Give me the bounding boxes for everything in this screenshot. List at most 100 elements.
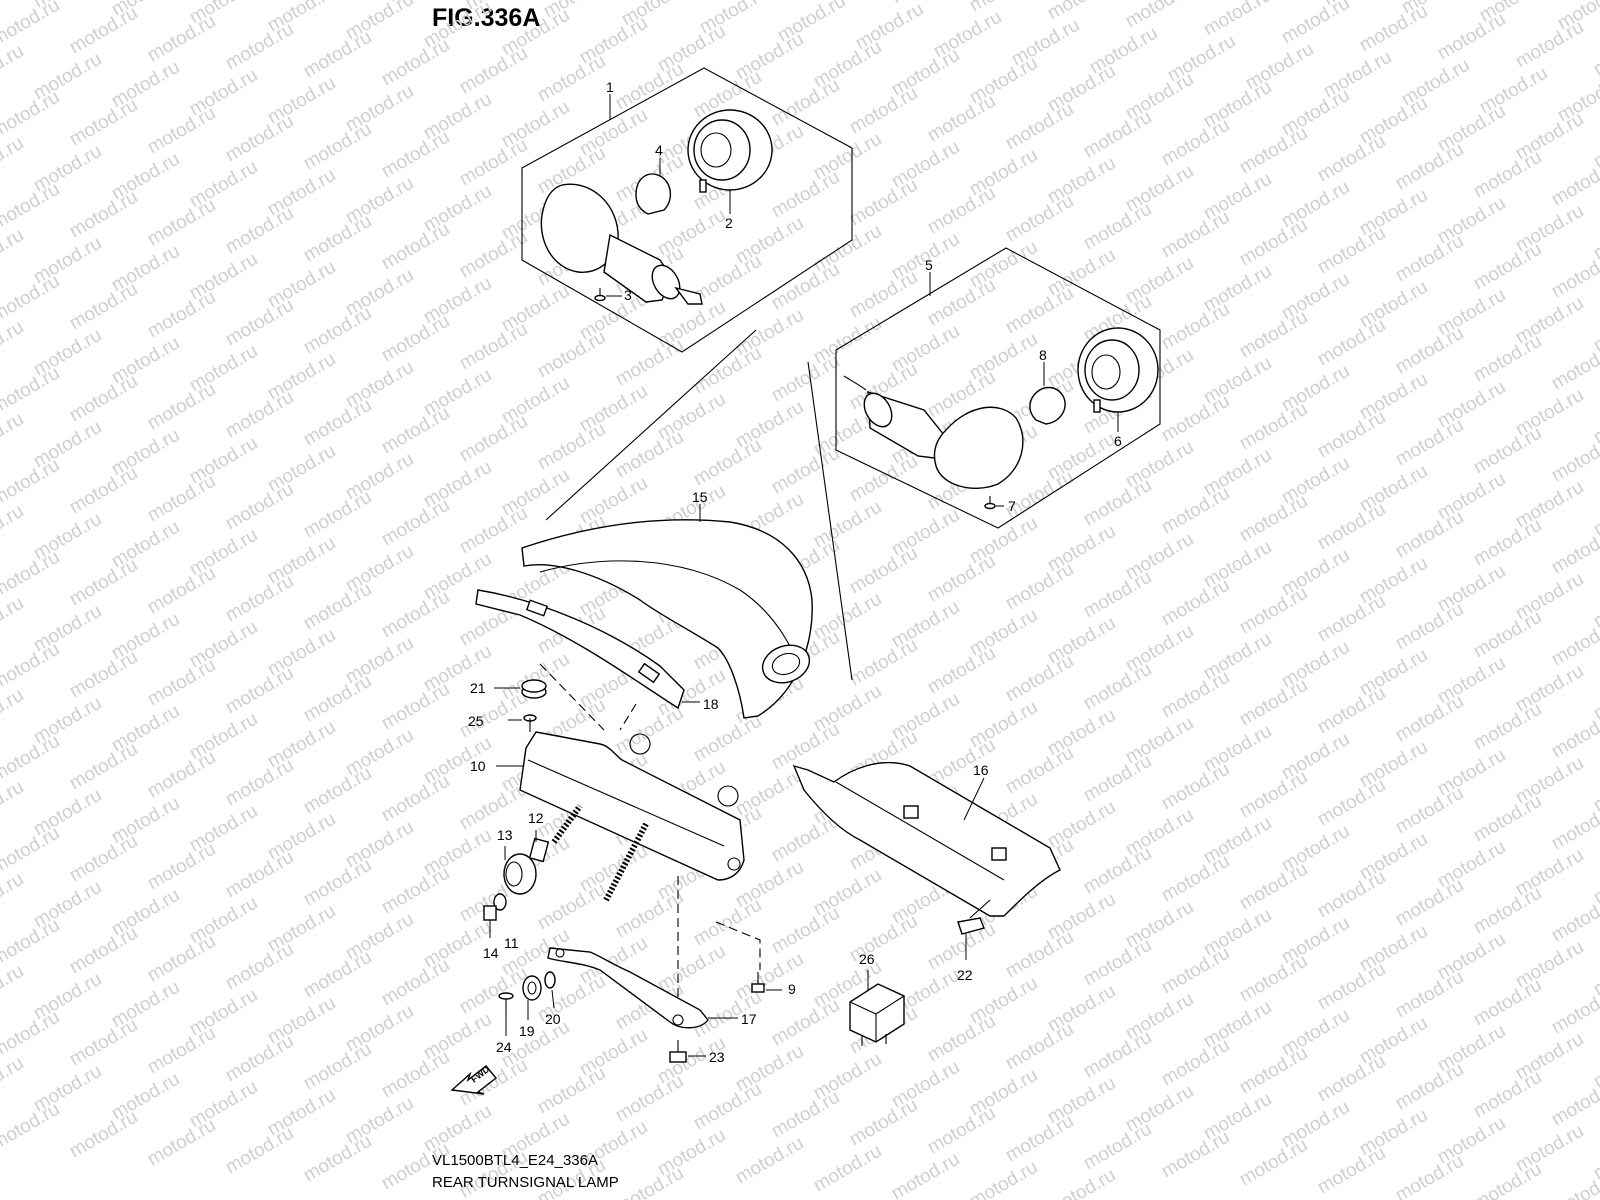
watermark-text: motod.ru bbox=[222, 1123, 297, 1179]
figure-code: VL1500BTL4_E24_336A bbox=[432, 1152, 598, 1169]
left-stem-ring bbox=[651, 264, 681, 300]
watermark-text: motod.ru bbox=[456, 503, 531, 559]
watermark-text: motod.ru bbox=[846, 1095, 921, 1151]
left-lens-screw bbox=[594, 288, 622, 302]
watermark-text: motod.ru bbox=[144, 1115, 219, 1171]
watermark-text: motod.ru bbox=[1470, 607, 1545, 663]
watermark-text: motod.ru bbox=[534, 51, 609, 107]
watermark-text: motod.ru bbox=[1158, 299, 1233, 355]
watermark-text: motod.ru bbox=[66, 187, 141, 243]
left-wire-end bbox=[674, 286, 703, 305]
callout-6: 6 bbox=[1114, 433, 1122, 449]
watermark-text: motod.ru bbox=[0, 0, 63, 50]
watermark-text: motod.ru bbox=[456, 227, 531, 283]
watermark-text: motod.ru bbox=[1002, 283, 1077, 339]
watermark-text: motod.ru bbox=[66, 831, 141, 887]
watermark-text: motod.ru bbox=[378, 587, 453, 643]
callout-2: 2 bbox=[725, 215, 733, 231]
watermark-text: motod.ru bbox=[0, 1099, 63, 1155]
watermark-text: motod.ru bbox=[1392, 1059, 1467, 1115]
watermark-text: motod.ru bbox=[0, 317, 27, 373]
watermark-text: motod.ru bbox=[1314, 775, 1389, 831]
watermark-text: motod.ru bbox=[612, 335, 687, 391]
watermark-text: motod.ru bbox=[0, 731, 63, 787]
washer-20 bbox=[544, 971, 556, 1009]
watermark-text: motod.ru bbox=[612, 1163, 687, 1200]
watermark-text: motod.ru bbox=[0, 455, 63, 511]
watermark-text: motod.ru bbox=[378, 35, 453, 91]
watermark-text: motod.ru bbox=[300, 27, 375, 83]
bracket-hole bbox=[727, 857, 741, 871]
watermark-text: motod.ru bbox=[0, 87, 63, 143]
watermark-text: motod.ru bbox=[1392, 507, 1467, 563]
bracket-17 bbox=[547, 947, 738, 1029]
watermark-text: motod.ru bbox=[300, 671, 375, 727]
watermark-text: motod.ru bbox=[0, 271, 63, 327]
watermark-text: motod.ru bbox=[534, 327, 609, 383]
watermark-text: motod.ru bbox=[768, 75, 843, 131]
watermark-text: motod.ru bbox=[1158, 851, 1233, 907]
watermark-text: motod.ru bbox=[1236, 307, 1311, 363]
watermark-text: motod.ru bbox=[1470, 515, 1545, 571]
watermark-text: motod.ru bbox=[378, 679, 453, 735]
callout-26: 26 bbox=[859, 951, 875, 967]
right-lens-screw bbox=[984, 496, 1004, 510]
callout-7: 7 bbox=[1008, 498, 1016, 514]
callout-3: 3 bbox=[624, 287, 632, 303]
cushion-13 bbox=[503, 846, 537, 895]
watermark-text: motod.ru bbox=[612, 887, 687, 943]
watermark-text: motod.ru bbox=[924, 91, 999, 147]
watermark-text: motod.ru bbox=[144, 471, 219, 527]
watermark-text: motod.ru bbox=[300, 763, 375, 819]
watermark-text: motod.ru bbox=[690, 711, 765, 767]
bolt-24 bbox=[498, 992, 514, 1036]
left-bulb bbox=[635, 173, 671, 215]
rear-fender-cover bbox=[521, 519, 813, 719]
bolt-23 bbox=[669, 1040, 706, 1063]
watermark-text: motod.ru bbox=[1236, 1135, 1311, 1191]
right-lens-dome bbox=[933, 406, 1024, 489]
watermark-text: motod.ru bbox=[690, 1079, 765, 1135]
watermark-text: motod.ru bbox=[1278, 0, 1353, 48]
watermark-text: motod.ru bbox=[1158, 1127, 1233, 1183]
watermark-text: motod.ru bbox=[1512, 17, 1587, 73]
watermark-text: motod.ru bbox=[1002, 559, 1077, 615]
watermark-text: motod.ru bbox=[732, 1133, 807, 1189]
bracket-16-clip bbox=[903, 805, 919, 819]
watermark-text: motod.ru bbox=[1200, 0, 1275, 40]
callout-20: 20 bbox=[545, 1011, 561, 1027]
watermark-text: motod.ru bbox=[456, 43, 531, 99]
watermark-text: motod.ru bbox=[1392, 139, 1467, 195]
watermark-text: motod.ru bbox=[222, 387, 297, 443]
watermark-text: motod.ru bbox=[66, 555, 141, 611]
watermark-text: motod.ru bbox=[222, 755, 297, 811]
watermark-text: motod.ru bbox=[1470, 1067, 1545, 1123]
watermark-text: motod.ru bbox=[1122, 0, 1197, 32]
watermark-text: motod.ru bbox=[144, 103, 219, 159]
leader-16 bbox=[963, 777, 985, 821]
watermark-text: motod.ru bbox=[1080, 659, 1155, 715]
right-bulb bbox=[1029, 386, 1066, 425]
watermark-text: motod.ru bbox=[1002, 927, 1077, 983]
watermark-text: motod.ru bbox=[966, 1157, 1041, 1200]
watermark-text: motod.ru bbox=[846, 635, 921, 691]
callout-16: 16 bbox=[973, 762, 989, 778]
callout-15: 15 bbox=[692, 489, 708, 505]
watermark-text: motod.ru bbox=[1080, 843, 1155, 899]
watermark-text: motod.ru bbox=[1080, 1027, 1155, 1083]
watermark-text: motod.ru bbox=[1314, 315, 1389, 371]
bracket-16-clip2 bbox=[991, 847, 1007, 861]
watermark-text: motod.ru bbox=[1470, 331, 1545, 387]
guide-bolt9 bbox=[715, 921, 761, 970]
watermark-text: motod.ru bbox=[1080, 935, 1155, 991]
clip-22 bbox=[957, 899, 991, 960]
callout-13: 13 bbox=[497, 827, 513, 843]
rear-fender-contour bbox=[539, 560, 801, 671]
callout-24: 24 bbox=[496, 1039, 512, 1055]
callout-21: 21 bbox=[470, 680, 486, 696]
watermark-text: motod.ru bbox=[1080, 751, 1155, 807]
watermark-text: motod.ru bbox=[66, 279, 141, 335]
callout-10: 10 bbox=[470, 758, 486, 774]
callout-12: 12 bbox=[528, 810, 544, 826]
watermark-text: motod.ru bbox=[0, 915, 63, 971]
